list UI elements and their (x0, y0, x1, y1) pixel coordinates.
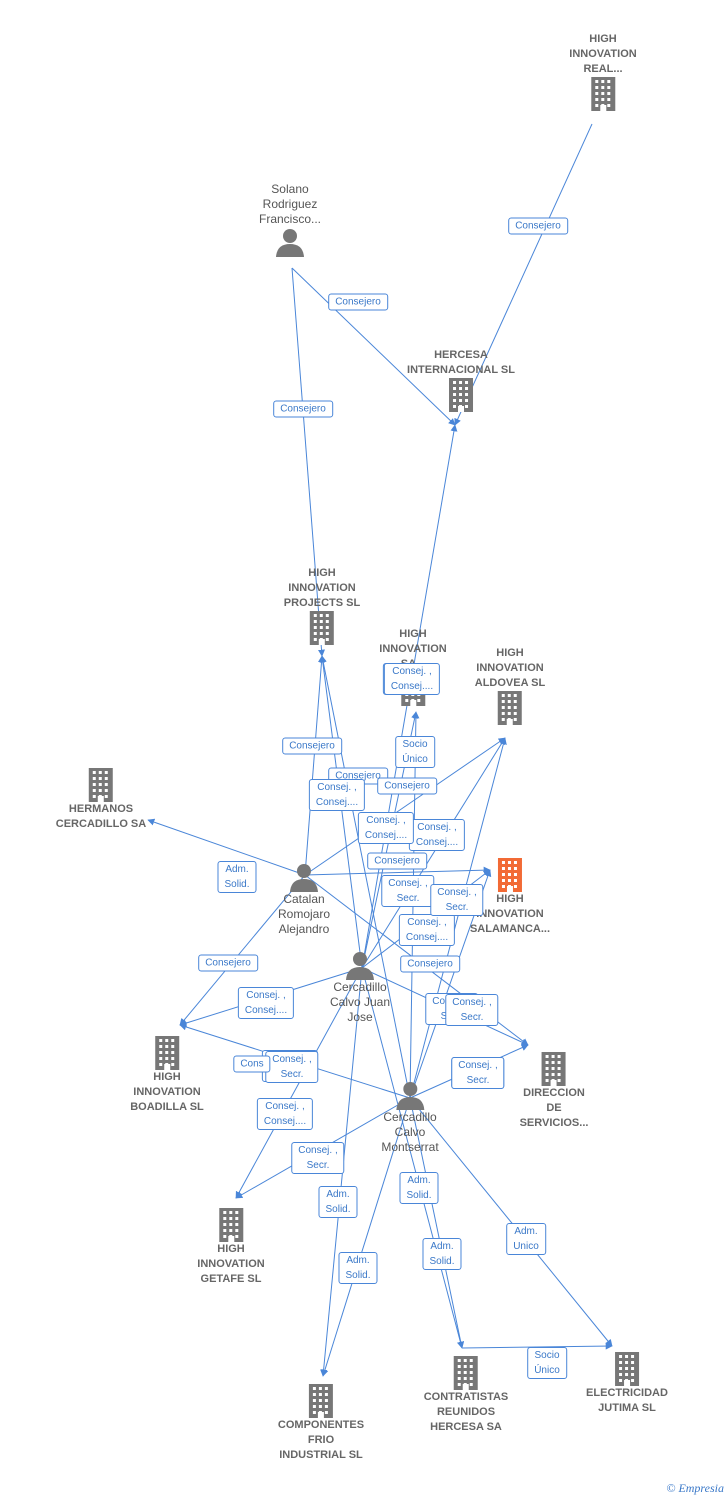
relation-tag-extra[interactable]: Consejero (377, 777, 437, 795)
node-electricidad-jutima[interactable]: ELECTRICIDAD JUTIMA SL (586, 1352, 668, 1416)
building-icon (278, 1384, 364, 1418)
edge-cercadillo_juan-to-contratistas_reunidos (361, 967, 464, 1349)
node-label: Catalan Romojaro Alejandro (277, 892, 331, 936)
node-componentes-frio[interactable]: COMPONENTES FRIO INDUSTRIAL SL (278, 1384, 364, 1463)
person-icon (278, 862, 330, 892)
edge-catalan-to-high_innovation_projects (304, 655, 326, 876)
node-catalan[interactable]: Catalan Romojaro Alejandro (278, 862, 330, 937)
edge-catalan-to-hermanos_cercadillo (147, 818, 306, 876)
node-hermanos-cercadillo[interactable]: HERMANOS CERCADILLO SA (56, 768, 146, 832)
node-label: Solano Rodriguez Francisco... (258, 182, 322, 226)
relation-tag[interactable]: Consejero (282, 737, 342, 755)
building-icon (470, 858, 550, 892)
brand-name: Empresia (678, 1481, 724, 1495)
building-icon (284, 611, 360, 645)
node-cercadillo-juan[interactable]: Cercadillo Calvo Juan Jose (330, 950, 390, 1025)
node-label: DIRECCION DE SERVICIOS... (519, 1087, 589, 1129)
node-label: Cercadillo Calvo Montserrat (381, 1110, 439, 1154)
person-icon (381, 1080, 438, 1110)
node-label: HIGH INNOVATION PROJECTS SL (283, 567, 361, 609)
edge-cercadillo_juan-to-high_innovation_getafe (235, 967, 363, 1199)
relation-tag-extra[interactable]: Cons (233, 1055, 271, 1073)
node-label: COMPONENTES FRIO INDUSTRIAL SL (277, 1419, 365, 1461)
node-label: HIGH INNOVATION BOADILLA SL (130, 1071, 204, 1113)
relation-tag[interactable]: Consej. , Consej.... (308, 779, 366, 811)
node-high-innovation-real[interactable]: HIGH INNOVATION REAL... (569, 32, 637, 111)
relation-tag[interactable]: Consejero (367, 852, 427, 870)
building-icon (520, 1052, 589, 1086)
building-icon (130, 1036, 204, 1070)
brand-watermark: © Empresia (666, 1481, 724, 1496)
node-label: ELECTRICIDAD JUTIMA SL (586, 1387, 668, 1414)
relation-tag[interactable]: Consej. , Secr. (291, 1142, 345, 1174)
relation-tag[interactable]: Consejero (198, 954, 258, 972)
building-icon (569, 77, 636, 111)
node-high-innovation-salamanca[interactable]: HIGH INNOVATION SALAMANCA... (470, 858, 550, 937)
relation-tag[interactable]: Consejero (400, 955, 460, 973)
relation-tag[interactable]: Adm. Solid. (217, 861, 257, 893)
edge-catalan-to-high_innovation_salamanca (304, 866, 491, 876)
node-cercadillo-montserrat[interactable]: Cercadillo Calvo Montserrat (381, 1080, 439, 1155)
relation-tag-extra[interactable]: Consej. , Consej.... (383, 663, 441, 695)
node-contratistas-reunidos[interactable]: CONTRATISTAS REUNIDOS HERCESA SA (423, 1356, 509, 1435)
relation-tag[interactable]: Consej. , Secr. (381, 875, 435, 907)
node-label: Cercadillo Calvo Juan Jose (329, 980, 391, 1024)
relation-tag[interactable]: Adm. Solid. (422, 1238, 462, 1270)
relation-tag[interactable]: Consej. , Consej.... (256, 1098, 314, 1130)
relation-tag[interactable]: Adm. Unico (506, 1223, 546, 1255)
building-icon (407, 378, 515, 412)
node-label: HERMANOS CERCADILLO SA (55, 803, 147, 830)
edge-solano-to-hercesa_internacional (291, 267, 456, 426)
node-label: HIGH INNOVATION SALAMANCA... (469, 893, 551, 935)
relation-tag-extra[interactable]: Consej. , Secr. (445, 994, 499, 1026)
relation-tag[interactable]: Consejero (508, 217, 568, 235)
edge-high_innovation_real-to-hercesa_internacional (454, 123, 593, 426)
node-high-innovation-boadilla[interactable]: HIGH INNOVATION BOADILLA SL (130, 1036, 204, 1115)
node-label: HERCESA INTERNACIONAL SL (407, 349, 515, 376)
building-icon (424, 1356, 509, 1390)
person-icon (259, 227, 321, 257)
building-icon (197, 1208, 264, 1242)
node-high-innovation-projects[interactable]: HIGH INNOVATION PROJECTS SL (284, 566, 360, 645)
relation-tag[interactable]: Consej. , Secr. (451, 1057, 505, 1089)
building-icon (56, 768, 146, 802)
relation-tag[interactable]: Consej. , Consej.... (357, 812, 415, 844)
relation-tag[interactable]: Consejero (328, 293, 388, 311)
node-high-innovation-aldovea[interactable]: HIGH INNOVATION ALDOVEA SL (474, 646, 546, 725)
relation-tag-extra[interactable]: Consej. , Secr. (430, 884, 484, 916)
edge-cercadillo_montserrat-to-high_innovation_aldovea (409, 737, 507, 1099)
relation-tag[interactable]: Socio Único (395, 736, 435, 768)
edge-cercadillo_montserrat-to-contratistas_reunidos (409, 1097, 465, 1349)
relation-tag[interactable]: Socio Único (527, 1347, 567, 1379)
node-high-innovation-getafe[interactable]: HIGH INNOVATION GETAFE SL (197, 1208, 265, 1287)
relation-tag[interactable]: Adm. Solid. (399, 1172, 439, 1204)
relation-tag[interactable]: Consejero (273, 400, 333, 418)
node-label: HIGH INNOVATION ALDOVEA SL (474, 647, 546, 689)
node-label: HIGH INNOVATION REAL... (569, 33, 637, 75)
edge-cercadillo_juan-to-high_innovation_aldovea (361, 737, 506, 969)
edge-solano-to-high_innovation_projects (291, 267, 326, 657)
node-label: HIGH INNOVATION GETAFE SL (197, 1243, 265, 1285)
relation-tag[interactable]: Consej. , Consej.... (398, 914, 456, 946)
relation-tag[interactable]: Consej. , Consej.... (408, 819, 466, 851)
copyright-icon: © (666, 1481, 676, 1495)
edge-cercadillo_montserrat-to-electricidad_jutima (409, 1097, 613, 1347)
edge-catalan-to-high_innovation_boadilla (179, 874, 306, 1026)
edge-catalan-to-high_innovation_aldovea (304, 737, 506, 876)
node-label: CONTRATISTAS REUNIDOS HERCESA SA (423, 1391, 509, 1433)
node-hercesa-internacional[interactable]: HERCESA INTERNACIONAL SL (407, 348, 515, 412)
node-solano[interactable]: Solano Rodriguez Francisco... (259, 182, 321, 257)
relation-tag[interactable]: Adm. Solid. (338, 1252, 378, 1284)
edge-cercadillo_montserrat-to-componentes_frio (321, 1097, 411, 1377)
node-direccion-servicios[interactable]: DIRECCION DE SERVICIOS... (519, 1052, 589, 1131)
relation-tag[interactable]: Adm. Solid. (318, 1186, 358, 1218)
building-icon (586, 1352, 668, 1386)
relation-tag[interactable]: Consej. , Secr. (265, 1051, 319, 1083)
building-icon (475, 691, 546, 725)
person-icon (330, 950, 390, 980)
edge-cercadillo_juan-to-high_innovation_projects (319, 655, 363, 969)
relation-tag[interactable]: Consej. , Consej.... (237, 987, 295, 1019)
edge-cercadillo_montserrat-to-high_innovation_projects (319, 655, 411, 1099)
